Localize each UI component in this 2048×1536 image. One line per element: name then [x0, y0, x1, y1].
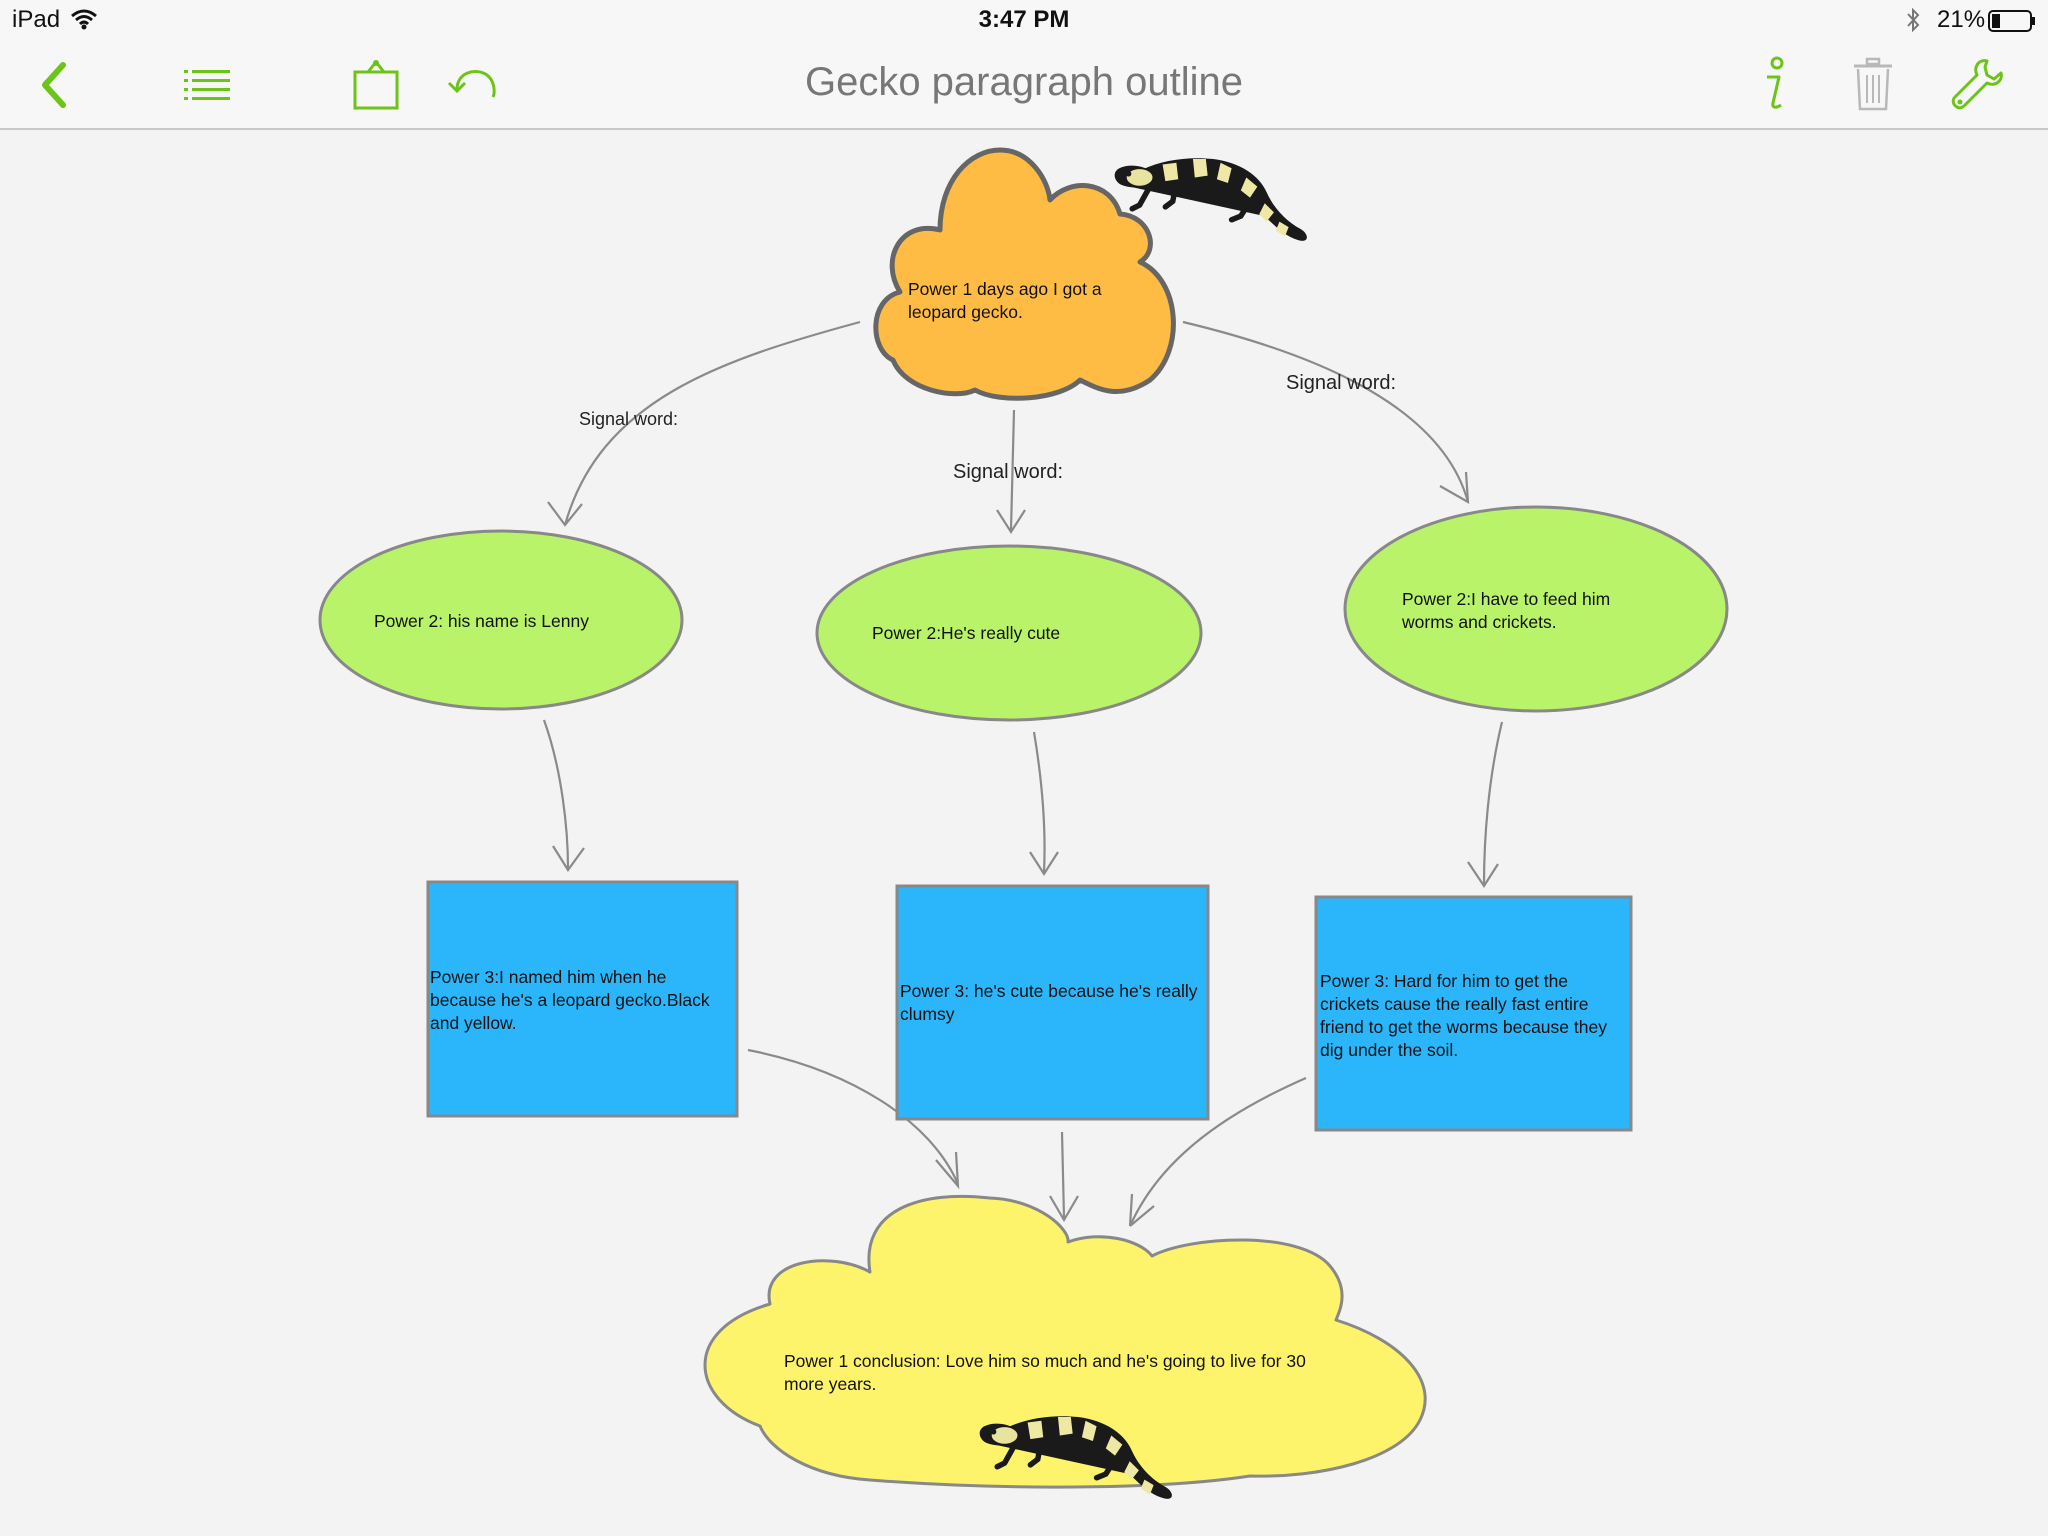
back-button[interactable] — [22, 52, 88, 118]
status-time: 3:47 PM — [978, 6, 1070, 33]
outline-list-icon — [184, 70, 230, 100]
diagram-canvas[interactable]: Signal word: Signal word: Signal word: P… — [0, 130, 2048, 1536]
connectors — [542, 320, 1504, 1227]
wifi-icon — [70, 8, 98, 35]
info-button[interactable] — [1740, 52, 1806, 118]
back-icon — [42, 62, 66, 108]
power2-ellipse-2 — [815, 544, 1203, 722]
share-button[interactable] — [343, 52, 409, 118]
power2-text-3[interactable]: Power 2:I have to feed him worms and cri… — [1402, 589, 1611, 632]
power2-text-1[interactable]: Power 2: his name is Lenny — [374, 611, 589, 631]
undo-button[interactable] — [440, 52, 506, 118]
power3-rect-3 — [1314, 895, 1633, 1132]
settings-button[interactable] — [1944, 52, 2010, 118]
device-name: iPad — [12, 6, 61, 33]
bluetooth-icon — [1905, 7, 1921, 38]
conclusion-text[interactable]: Power 1 conclusion: Love him so much and… — [784, 1351, 1306, 1394]
toolbar: Gecko paragraph outline — [0, 42, 2048, 130]
info-icon — [1767, 56, 1784, 109]
outline-button[interactable] — [174, 52, 240, 118]
battery-icon — [1988, 10, 2036, 37]
power3-text-2[interactable]: Power 3: he's cute because he's really c… — [900, 981, 1198, 1024]
power2-ellipse-1 — [318, 529, 684, 711]
power2-ellipse-3 — [1343, 505, 1729, 713]
main-idea-text[interactable]: Power 1 days ago I got a leopard gecko. — [908, 279, 1102, 322]
trash-button[interactable] — [1840, 52, 1906, 118]
trash-icon — [1854, 57, 1892, 111]
signal-word-label-right[interactable]: Signal word: — [1286, 372, 1397, 394]
main-idea-cloud — [873, 147, 1176, 401]
share-icon — [353, 59, 399, 110]
diagram-shapes — [318, 147, 1729, 1536]
wrench-icon — [1951, 59, 2003, 110]
status-bar: iPad 3:47 PM 21% — [0, 0, 2048, 42]
signal-word-label-left[interactable]: Signal word: — [579, 409, 679, 429]
signal-word-label-center[interactable]: Signal word: — [953, 461, 1064, 483]
power2-text-2[interactable]: Power 2:He's really cute — [872, 623, 1061, 643]
power3-text-3[interactable]: Power 3: Hard for him to get the cricket… — [1320, 971, 1607, 1060]
undo-icon — [447, 70, 496, 98]
power3-rect-2 — [895, 884, 1210, 1121]
power3-text-1[interactable]: Power 3:I named him when he because he's… — [430, 967, 710, 1033]
battery-percentage: 21% — [1937, 6, 1986, 33]
power3-rect-1 — [426, 880, 739, 1118]
